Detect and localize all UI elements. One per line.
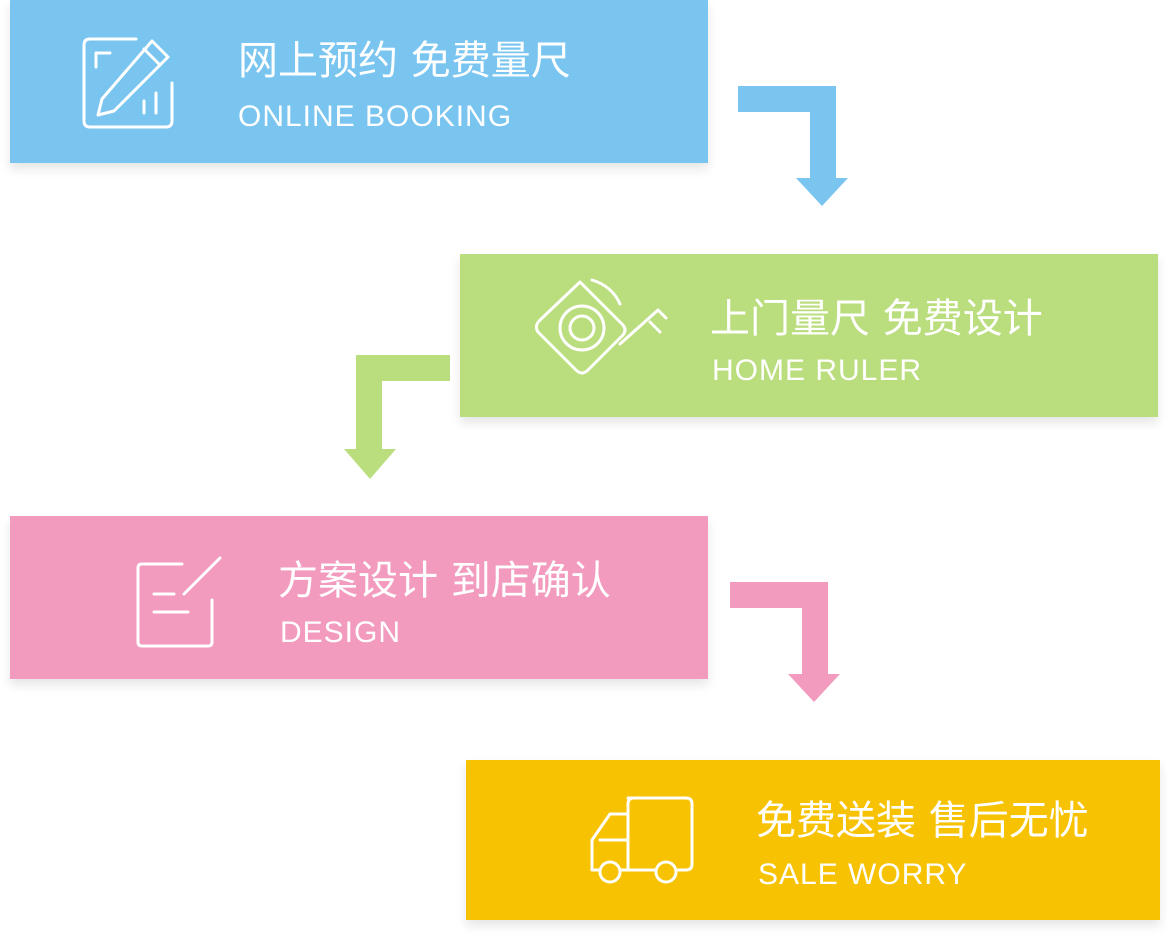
step-subtitle: HOME RULER xyxy=(712,354,923,387)
pencil-edit-icon xyxy=(80,35,176,131)
document-edit-icon xyxy=(132,554,228,650)
step-subtitle: SALE WORRY xyxy=(758,858,968,891)
step-subtitle: DESIGN xyxy=(280,616,402,649)
arrow-left-down-icon xyxy=(344,355,452,481)
step-online-booking: 网上预约 免费量尺 ONLINE BOOKING xyxy=(10,0,708,163)
arrow-right-down-icon xyxy=(730,582,842,704)
step-sale-worry: 免费送装 售后无忧 SALE WORRY xyxy=(466,760,1160,920)
delivery-truck-icon xyxy=(586,794,696,886)
step-design: 方案设计 到店确认 DESIGN xyxy=(10,516,708,679)
tape-measure-icon xyxy=(532,274,676,388)
step-title: 网上预约 免费量尺 xyxy=(238,38,571,84)
step-home-ruler: 上门量尺 免费设计 HOME RULER xyxy=(460,254,1158,417)
step-title: 上门量尺 免费设计 xyxy=(710,296,1043,342)
step-subtitle: ONLINE BOOKING xyxy=(238,100,513,133)
step-title: 方案设计 到店确认 xyxy=(278,558,611,604)
step-title: 免费送装 售后无忧 xyxy=(756,798,1089,844)
arrow-right-down-icon xyxy=(738,86,850,208)
